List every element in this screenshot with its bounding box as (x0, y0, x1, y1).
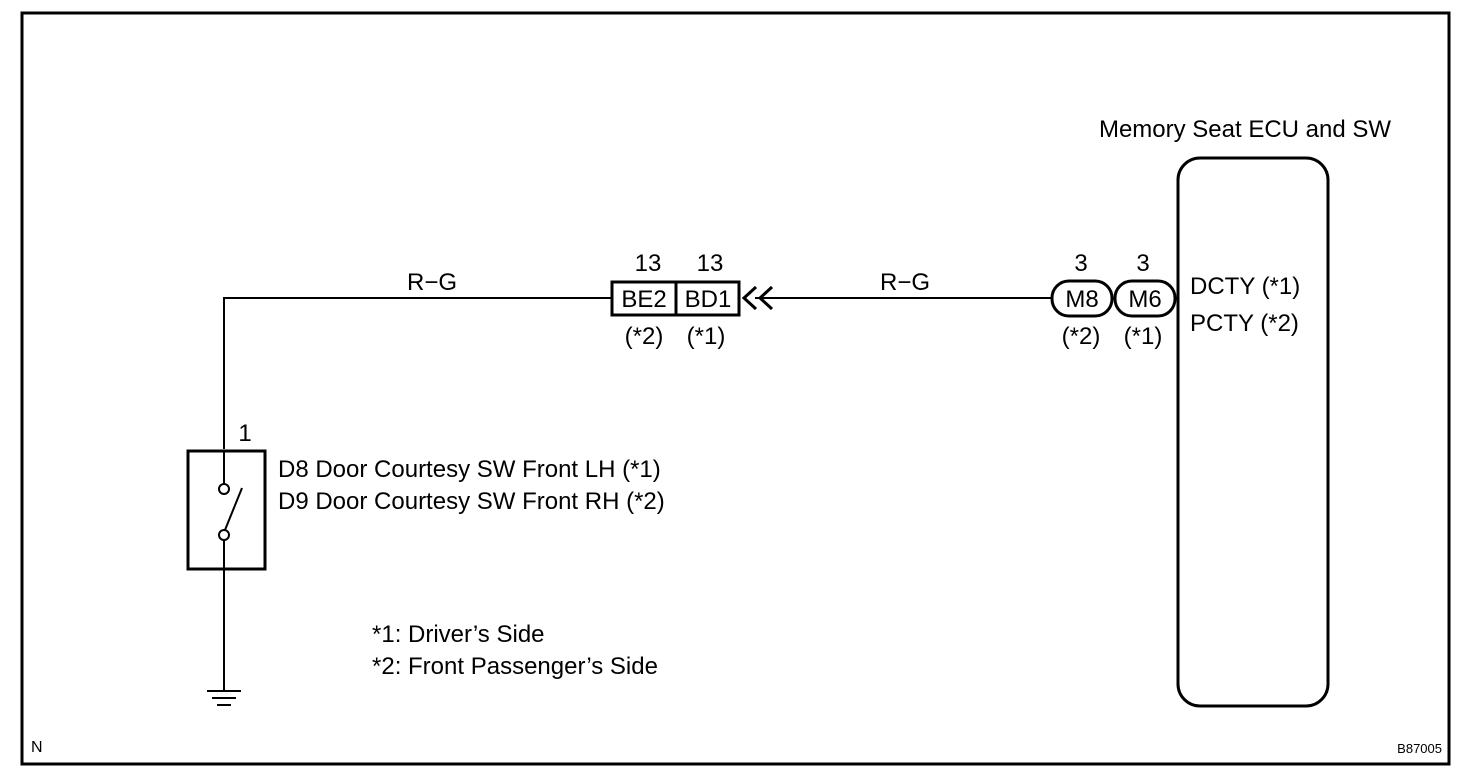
connector-chevron-1 (741, 285, 758, 311)
connector-m6-pill (1113, 279, 1177, 318)
connector-m8-pill (1050, 279, 1114, 318)
switch-label-rh: D9 Door Courtesy SW Front RH (*2) (278, 488, 665, 515)
wire-left (223, 297, 612, 449)
connector-m6-note: (*1) (1124, 323, 1163, 350)
ecu-terminal-dcty: DCTY (*1) (1190, 273, 1300, 300)
figure-code: B87005 (1397, 741, 1442, 756)
ecu-terminal-pcty: PCTY (*2) (1190, 310, 1299, 337)
connector-m8-pin: 3 (1074, 250, 1087, 277)
ecu-connectors: M8 M6 3 3 (*2) (*1) (1050, 250, 1177, 350)
wire-color-left: R−G (407, 269, 457, 296)
ecu-title: Memory Seat ECU and SW (1099, 116, 1391, 143)
legend-note-driver: *1: Driver’s Side (372, 621, 545, 648)
connector-m6-code: M6 (1128, 286, 1161, 313)
wire-color-right: R−G (880, 269, 930, 296)
switch-box (186, 449, 267, 571)
switch-blade (224, 487, 243, 531)
connector-bd1-note: (*1) (687, 323, 726, 350)
switch-label-lh: D8 Door Courtesy SW Front LH (*1) (278, 456, 661, 483)
connector-m8-note: (*2) (1062, 323, 1101, 350)
connector-m8-code: M8 (1065, 286, 1098, 313)
connector-bd1-code: BD1 (685, 286, 732, 313)
connector-be2-note: (*2) (625, 323, 664, 350)
connector-chevron-2 (757, 285, 774, 311)
connector-bd1-box (674, 280, 741, 317)
ground-symbol (207, 569, 241, 706)
door-courtesy-switch: 1 D8 Door Courtesy SW Front LH (*1) D9 D… (186, 420, 665, 571)
connector-bd1-pin: 13 (697, 250, 724, 277)
connector-be2-pin: 13 (635, 250, 662, 277)
ecu-box (1176, 156, 1330, 708)
corner-mark-n: N (31, 739, 43, 756)
connector-be2-code: BE2 (621, 286, 666, 313)
connector-m6-pin: 3 (1136, 250, 1149, 277)
junction-connector: BE2 BD1 13 13 (*2) (*1) (610, 250, 774, 350)
switch-contact-top (218, 483, 230, 495)
switch-pin: 1 (238, 420, 251, 447)
legend-note-passenger: *2: Front Passenger’s Side (372, 653, 658, 680)
switch-contact-bottom (218, 529, 230, 541)
